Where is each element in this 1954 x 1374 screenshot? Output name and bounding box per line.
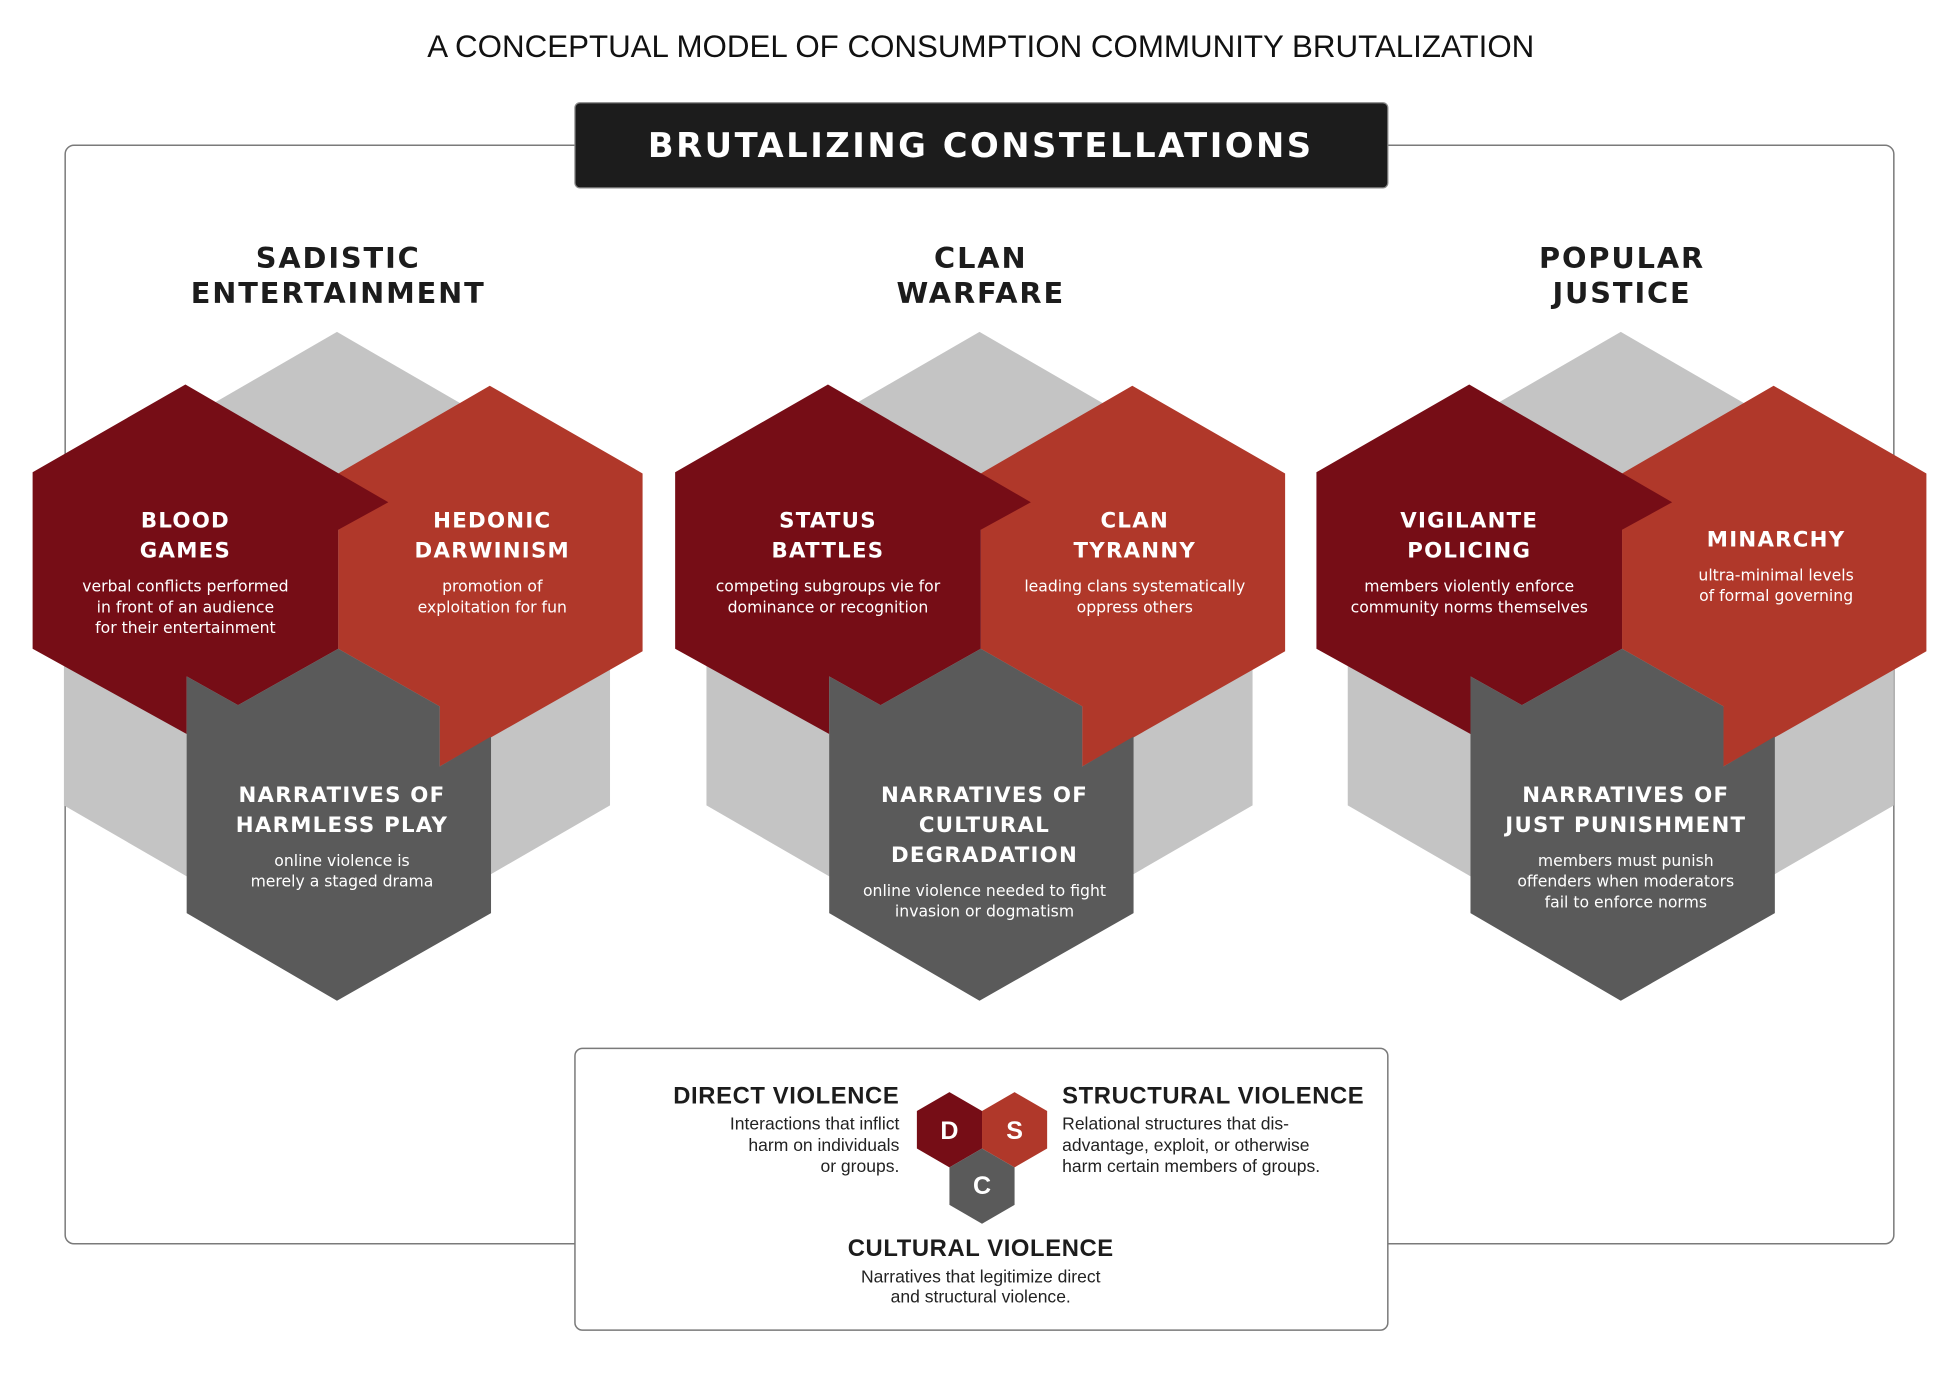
cluster-heading: POPULAR <box>1539 241 1705 275</box>
cultural-hex-desc: offenders when moderators <box>1517 872 1734 891</box>
direct-violence-desc: Interactions that inflict <box>730 1113 900 1133</box>
direct-hex-desc: dominance or recognition <box>728 597 929 616</box>
cluster-heading: SADISTIC <box>256 241 421 275</box>
structural-violence-hex <box>338 385 643 767</box>
direct-hex-title: GAMES <box>140 539 231 564</box>
cultural-hex-title: CULTURAL <box>919 813 1050 838</box>
cultural-hex-desc: fail to enforce norms <box>1545 892 1707 911</box>
cultural-letter: C <box>973 1172 991 1200</box>
structural-hex-desc: of formal governing <box>1699 586 1853 605</box>
direct-hex-title: STATUS <box>779 509 877 534</box>
cultural-violence-desc: and structural violence. <box>891 1286 1071 1306</box>
cultural-hex-title: DEGRADATION <box>891 843 1078 868</box>
direct-hex-desc: members violently enforce <box>1364 577 1574 596</box>
structural-violence-hex <box>980 385 1286 767</box>
cultural-violence-desc: Narratives that legitimize direct <box>861 1266 1101 1286</box>
cluster-heading: JUSTICE <box>1550 276 1691 310</box>
direct-violence-hex-icon <box>916 1092 983 1168</box>
cultural-hex-title: JUST PUNISHMENT <box>1503 813 1746 838</box>
direct-violence-desc: harm on individuals <box>748 1135 899 1155</box>
direct-violence-hex <box>1316 384 1673 734</box>
cultural-hex-desc: online violence needed to fight <box>863 881 1106 900</box>
structural-hex-desc: exploitation for fun <box>418 597 567 616</box>
cluster-heading: CLAN <box>934 241 1027 275</box>
direct-hex-title: VIGILANTE <box>1400 509 1538 534</box>
cultural-hex-title: NARRATIVES OF <box>881 783 1088 808</box>
cultural-violence-title: CULTURAL VIOLENCE <box>848 1235 1114 1262</box>
cultural-hex-title: NARRATIVES OF <box>238 783 445 808</box>
cluster-heading: ENTERTAINMENT <box>191 276 486 310</box>
banner-title: BRUTALIZING CONSTELLATIONS <box>648 126 1314 165</box>
structural-hex-title: CLAN <box>1101 509 1169 534</box>
direct-violence-hex <box>675 384 1031 734</box>
direct-violence-hex <box>32 384 389 734</box>
structural-violence-title: STRUCTURAL VIOLENCE <box>1062 1082 1364 1109</box>
banner <box>574 102 1389 189</box>
cultural-hex-desc: merely a staged drama <box>251 872 434 891</box>
direct-violence-desc: or groups. <box>820 1156 899 1176</box>
cultural-hex-title: NARRATIVES OF <box>1522 783 1729 808</box>
direct-letter: D <box>940 1117 958 1145</box>
direct-hex-desc: competing subgroups vie for <box>716 577 941 596</box>
cultural-violence-hex <box>829 648 1134 1001</box>
structural-hex-desc: leading clans systematically <box>1024 577 1245 596</box>
structural-hex-title: MINARCHY <box>1707 527 1846 552</box>
legend: D S C DIRECT VIOLENCE Interactions that … <box>574 1047 1389 1331</box>
cultural-violence-hex-icon <box>949 1148 1015 1224</box>
page-title: A CONCEPTUAL MODEL OF CONSUMPTION COMMUN… <box>427 29 1534 64</box>
cultural-hex-desc: online violence is <box>274 851 409 870</box>
structural-violence-desc: advantage, exploit, or otherwise <box>1062 1135 1309 1155</box>
direct-hex-desc: for their entertainment <box>95 618 275 637</box>
direct-hex-title: POLICING <box>1407 539 1531 564</box>
structural-hex-desc: oppress others <box>1077 597 1193 616</box>
structural-violence-desc: Relational structures that dis- <box>1062 1113 1289 1133</box>
cultural-hex-desc: members must punish <box>1538 851 1714 870</box>
cultural-hex-title: HARMLESS PLAY <box>236 813 448 838</box>
cultural-violence-hex <box>1470 648 1775 1001</box>
cultural-hex-desc: invasion or dogmatism <box>895 902 1074 921</box>
cultural-violence-hex <box>186 648 492 1001</box>
structural-violence-hex-icon <box>982 1092 1048 1168</box>
structural-hex-title: DARWINISM <box>415 539 570 564</box>
structural-hex-desc: ultra-minimal levels <box>1698 565 1853 584</box>
direct-hex-desc: verbal conflicts performed <box>82 577 288 596</box>
structural-letter: S <box>1006 1117 1023 1145</box>
structural-violence-desc: harm certain members of groups. <box>1062 1156 1320 1176</box>
cluster-heading: WARFARE <box>896 276 1065 310</box>
direct-hex-desc: in front of an audience <box>97 597 274 616</box>
direct-violence-title: DIRECT VIOLENCE <box>673 1082 899 1109</box>
structural-violence-hex <box>1622 385 1927 767</box>
structural-hex-title: HEDONIC <box>433 509 551 534</box>
structural-hex-desc: promotion of <box>442 577 543 596</box>
direct-hex-title: BATTLES <box>772 539 885 564</box>
direct-hex-desc: community norms themselves <box>1351 597 1588 616</box>
structural-hex-title: TYRANNY <box>1074 539 1197 564</box>
direct-hex-title: BLOOD <box>141 509 230 534</box>
